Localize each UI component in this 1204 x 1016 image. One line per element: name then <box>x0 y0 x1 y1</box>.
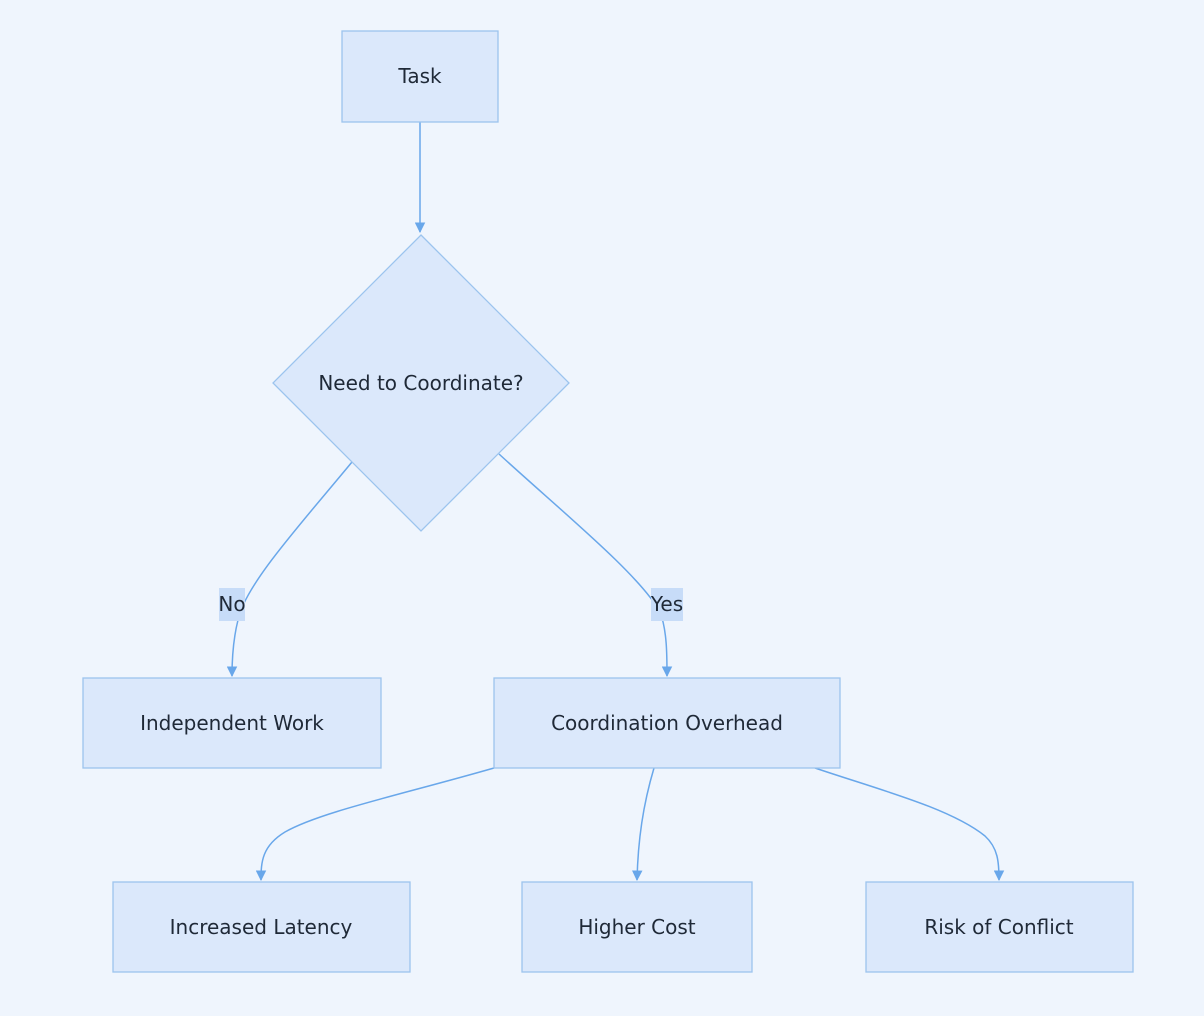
node-higher-cost: Higher Cost <box>521 881 753 973</box>
edge-overhead-to-latency <box>255 767 495 882</box>
edge-label-no: No <box>218 588 246 621</box>
node-risk-of-conflict: Risk of Conflict <box>865 881 1134 973</box>
node-increased-latency: Increased Latency <box>112 881 411 973</box>
edge-decision-to-coordination-overhead <box>498 453 673 678</box>
edge-label-yes: Yes <box>650 588 683 621</box>
edge-label-no-text: No <box>218 592 245 616</box>
node-task: Task <box>341 30 499 123</box>
node-coordination-overhead-label: Coordination Overhead <box>551 711 783 735</box>
node-independent-work-label: Independent Work <box>140 711 324 735</box>
node-coordination-overhead: Coordination Overhead <box>493 677 841 769</box>
edge-overhead-to-conflict <box>814 767 1005 882</box>
node-task-label: Task <box>397 64 442 88</box>
node-decision-label: Need to Coordinate? <box>318 371 523 395</box>
edge-overhead-to-cost <box>631 767 655 882</box>
edge-label-yes-text: Yes <box>650 592 683 616</box>
edge-decision-to-independent-work <box>226 461 353 678</box>
node-higher-cost-label: Higher Cost <box>578 915 695 939</box>
node-independent-work: Independent Work <box>82 677 382 769</box>
node-risk-of-conflict-label: Risk of Conflict <box>924 915 1073 939</box>
node-decision: Need to Coordinate? <box>272 234 570 532</box>
node-increased-latency-label: Increased Latency <box>170 915 353 939</box>
